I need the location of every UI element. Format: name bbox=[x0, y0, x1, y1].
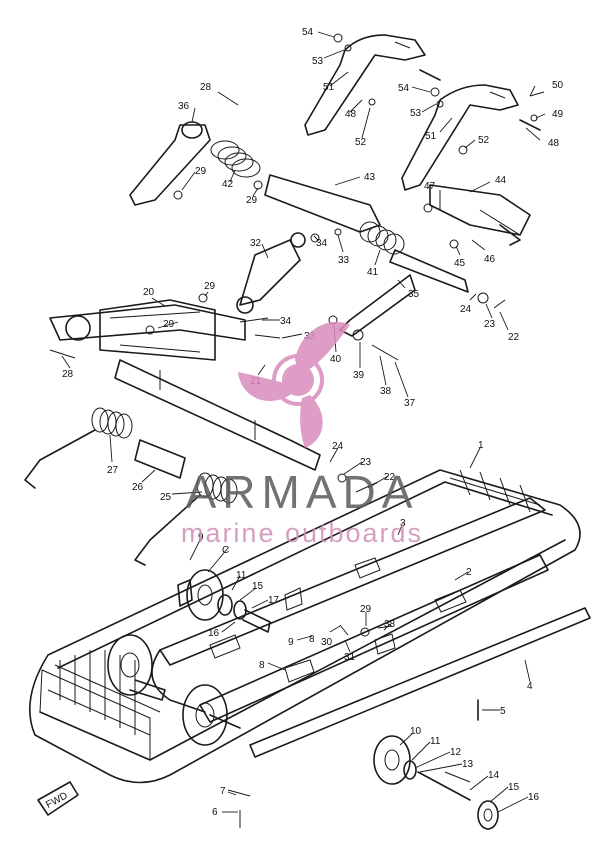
callout-27: 27 bbox=[107, 465, 119, 476]
callout-13: 13 bbox=[462, 759, 474, 770]
callout-15: 15 bbox=[508, 782, 520, 793]
rear-wheel-assembly bbox=[373, 699, 499, 830]
callout-8: 8 bbox=[259, 660, 265, 671]
callout-29: 29 bbox=[163, 319, 175, 330]
callout-48: 48 bbox=[345, 109, 357, 120]
track-assembly bbox=[29, 469, 591, 784]
front-idler-wheels bbox=[107, 634, 241, 746]
callout-40: 40 bbox=[330, 354, 342, 365]
watermark: ARMADA marine outboards bbox=[181, 321, 423, 548]
callout-16: 16 bbox=[528, 792, 540, 803]
callout-53: 53 bbox=[410, 108, 422, 119]
callout-1: 1 bbox=[478, 440, 484, 451]
fwd-arrow: FWD bbox=[37, 781, 79, 816]
callout-51: 51 bbox=[323, 82, 335, 93]
callout-9: 9 bbox=[288, 637, 294, 648]
callout-45: 45 bbox=[454, 258, 466, 269]
callout-3: 3 bbox=[400, 518, 406, 529]
callout-2: 2 bbox=[466, 567, 472, 578]
callout-31: 31 bbox=[344, 652, 356, 663]
callout-11: 11 bbox=[236, 570, 247, 581]
callout-32: 32 bbox=[250, 238, 262, 249]
mid-wheel-assembly bbox=[177, 569, 303, 633]
callout-52: 52 bbox=[355, 137, 367, 148]
callout-4: 4 bbox=[527, 681, 533, 692]
callout-38: 38 bbox=[384, 619, 396, 630]
callout-30: 30 bbox=[321, 637, 333, 648]
callout-38: 38 bbox=[380, 386, 392, 397]
callout-28: 28 bbox=[62, 369, 74, 380]
callout-10: 10 bbox=[410, 726, 422, 737]
callout-49: 49 bbox=[552, 109, 564, 120]
callout-11: 11 bbox=[430, 736, 441, 747]
callout-51: 51 bbox=[425, 131, 437, 142]
hardware bbox=[49, 33, 545, 828]
callout-34: 34 bbox=[316, 238, 328, 249]
callout-22: 22 bbox=[384, 472, 396, 483]
leader-lines bbox=[61, 31, 546, 813]
callout-23: 23 bbox=[360, 457, 372, 468]
stopper-brackets bbox=[304, 34, 541, 191]
callout-39: 39 bbox=[353, 370, 365, 381]
callout-42: 42 bbox=[222, 179, 234, 190]
callout-50: 50 bbox=[552, 80, 564, 91]
callout-54: 54 bbox=[302, 27, 314, 38]
callout-29: 29 bbox=[204, 281, 216, 292]
callout-52: 52 bbox=[478, 135, 490, 146]
callout-17: 17 bbox=[268, 595, 280, 606]
callout-34: 34 bbox=[280, 316, 292, 327]
callout-36: 36 bbox=[178, 101, 190, 112]
callout-47: 47 bbox=[424, 181, 436, 192]
watermark-tagline: marine outboards bbox=[181, 518, 423, 548]
watermark-brand: ARMADA bbox=[186, 466, 419, 518]
callout-20: 20 bbox=[143, 287, 155, 298]
propeller-logo bbox=[238, 321, 350, 448]
callout-8: 8 bbox=[309, 634, 315, 645]
callout-22: 22 bbox=[508, 332, 520, 343]
callouts: 54 53 51 48 52 54 53 50 49 51 48 52 28 3… bbox=[62, 27, 564, 818]
callout-24: 24 bbox=[332, 441, 344, 452]
callout-12: 12 bbox=[450, 747, 462, 758]
callout-29: 29 bbox=[195, 166, 207, 177]
callout-53: 53 bbox=[312, 56, 324, 67]
callout-29: 29 bbox=[360, 604, 372, 615]
callout-6: 6 bbox=[212, 807, 218, 818]
rear-suspension-frame bbox=[24, 232, 321, 566]
callout-33: 33 bbox=[338, 255, 350, 266]
callout-c: C bbox=[222, 545, 229, 556]
callout-44: 44 bbox=[495, 175, 507, 186]
callout-16: 16 bbox=[208, 628, 220, 639]
callout-41: 41 bbox=[367, 267, 379, 278]
callout-7: 7 bbox=[220, 786, 226, 797]
callout-15: 15 bbox=[252, 581, 264, 592]
callout-43: 43 bbox=[364, 172, 376, 183]
callout-9: 9 bbox=[198, 532, 204, 543]
callout-35: 35 bbox=[408, 289, 420, 300]
callout-5: 5 bbox=[500, 706, 506, 717]
callout-26: 26 bbox=[132, 482, 144, 493]
callout-28: 28 bbox=[200, 82, 212, 93]
callout-29: 29 bbox=[246, 195, 258, 206]
callout-54: 54 bbox=[398, 83, 410, 94]
callout-23: 23 bbox=[484, 319, 496, 330]
callout-48: 48 bbox=[548, 138, 560, 149]
callout-25: 25 bbox=[160, 492, 172, 503]
callout-24: 24 bbox=[460, 304, 472, 315]
callout-14: 14 bbox=[488, 770, 500, 781]
callout-37: 37 bbox=[404, 398, 416, 409]
callout-46: 46 bbox=[484, 254, 496, 265]
